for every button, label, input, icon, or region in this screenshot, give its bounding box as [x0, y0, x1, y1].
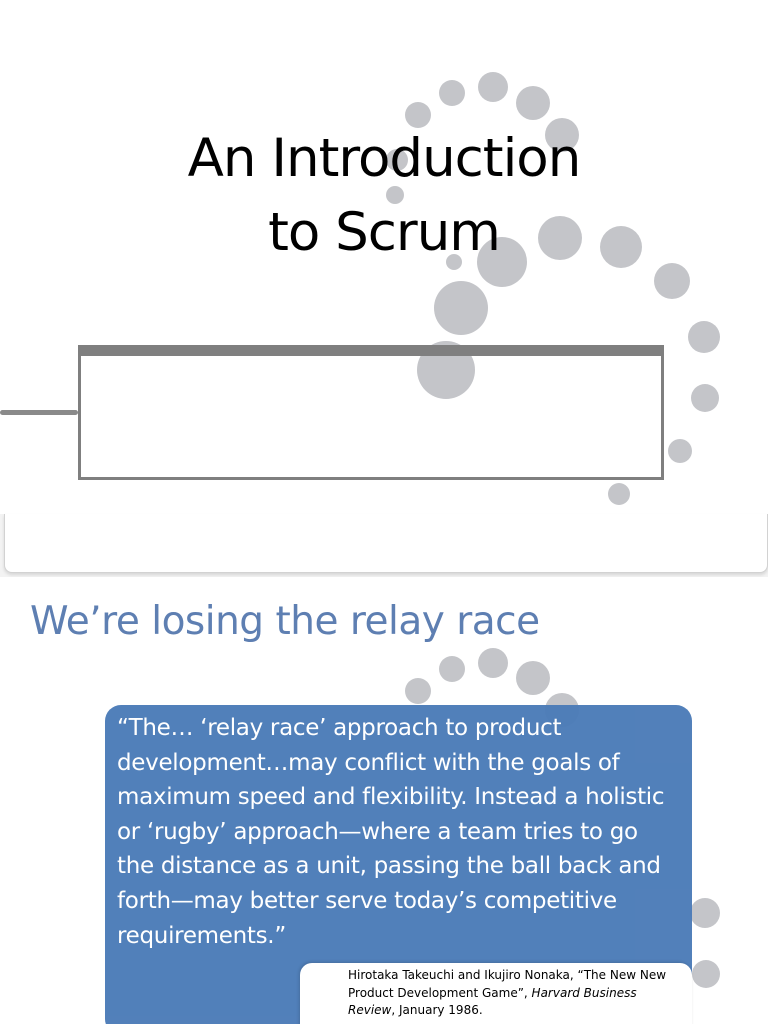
- spiral-dot: [600, 226, 642, 268]
- connector-line: [0, 410, 78, 415]
- spiral-dot: [439, 656, 465, 682]
- citation-date: , January 1986.: [391, 1003, 483, 1017]
- spiral-dot: [405, 678, 431, 704]
- citation-text: Hirotaka Takeuchi and Ikujiro Nonaka, “T…: [348, 967, 678, 1020]
- spiral-dot: [691, 384, 719, 412]
- decorative-dot-spiral: [386, 72, 720, 505]
- spiral-dot: [516, 86, 550, 120]
- spiral-dot: [516, 661, 550, 695]
- spiral-dot: [386, 186, 404, 204]
- spiral-dot: [688, 321, 720, 353]
- title-line: An Introduction: [187, 128, 582, 189]
- spiral-dot: [478, 648, 508, 678]
- spiral-dot: [439, 80, 465, 106]
- slide-heading: We’re losing the relay race: [30, 599, 540, 644]
- spiral-dot: [608, 483, 630, 505]
- citation-authors: Hirotaka Takeuchi and Ikujiro Nonaka, “T…: [348, 968, 667, 1000]
- spiral-dot: [668, 439, 692, 463]
- spiral-dot: [690, 898, 720, 928]
- subtitle-frame: [78, 345, 664, 480]
- spiral-dot: [446, 254, 462, 270]
- citation-journal: Harvard Business Review: [348, 985, 637, 1018]
- spiral-dot: [545, 118, 579, 152]
- spiral-dot: [692, 960, 720, 988]
- spiral-dot: [477, 237, 527, 287]
- spiral-dot: [386, 149, 408, 171]
- spiral-dot: [538, 216, 582, 260]
- citation-box: Hirotaka Takeuchi and Ikujiro Nonaka, “T…: [300, 963, 692, 1024]
- spiral-dot: [654, 263, 690, 299]
- spiral-dot: [434, 281, 488, 335]
- title-slide: An Introduction to Scrum: [0, 0, 768, 514]
- slide-divider-panel: [4, 514, 768, 573]
- slide-title: An Introduction to Scrum: [150, 122, 618, 270]
- quote-slide: We’re losing the relay race “The… ‘relay…: [0, 577, 768, 1024]
- title-line: to Scrum: [268, 202, 501, 263]
- spiral-dot: [478, 72, 508, 102]
- spiral-dot: [405, 102, 431, 128]
- quote-text: “The… ‘relay race’ approach to product d…: [117, 715, 665, 949]
